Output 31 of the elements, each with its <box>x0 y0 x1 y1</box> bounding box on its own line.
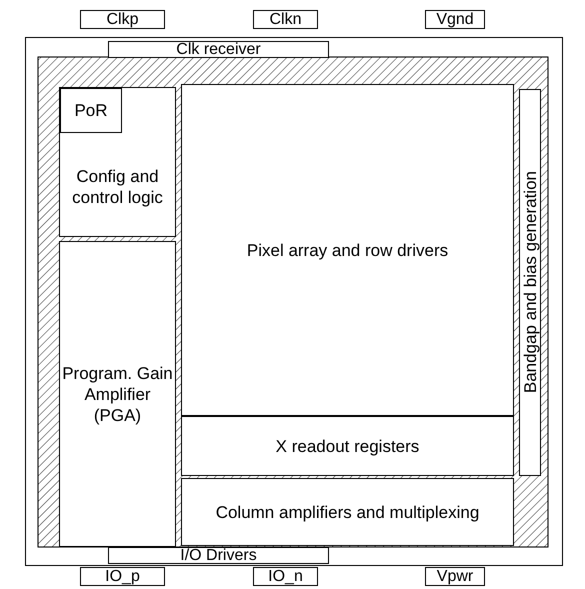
pad-label: IO_p <box>105 568 140 584</box>
block-label: X readout registers <box>276 436 420 456</box>
pad-box <box>108 41 329 58</box>
pad-label: I/O Drivers <box>180 548 257 564</box>
pad-label: IO_n <box>268 568 303 584</box>
circuit-block <box>181 416 514 476</box>
pad-box <box>425 10 485 29</box>
block-label: PoR <box>74 100 108 121</box>
pad-box <box>253 567 318 586</box>
circuit-block <box>181 478 514 546</box>
circuit-block <box>181 84 514 416</box>
pad-label: Clk receiver <box>176 42 261 58</box>
pad-label: Vpwr <box>436 568 474 584</box>
circuit-block <box>519 89 541 476</box>
pad-box <box>80 10 165 29</box>
pad-label: Clkn <box>269 12 302 28</box>
pad-label: Vgnd <box>436 12 474 28</box>
block-label: Config and control logic <box>71 166 164 208</box>
circuit-block <box>59 241 176 547</box>
circuit-block <box>60 88 122 133</box>
pad-box <box>108 547 329 564</box>
circuit-block <box>59 87 176 237</box>
pad-box <box>253 10 318 29</box>
chip-outline <box>25 37 563 566</box>
block-label: Pixel array and row drivers <box>246 240 448 260</box>
block-label: Bandgap and bias generation <box>520 171 540 394</box>
block-label: Column amplifiers and multiplexing <box>216 502 480 522</box>
pad-box <box>425 567 485 586</box>
pad-label: Clkp <box>106 12 138 28</box>
block-label: Program. Gain Amplifier (PGA) <box>61 362 174 426</box>
pad-box <box>80 567 165 586</box>
